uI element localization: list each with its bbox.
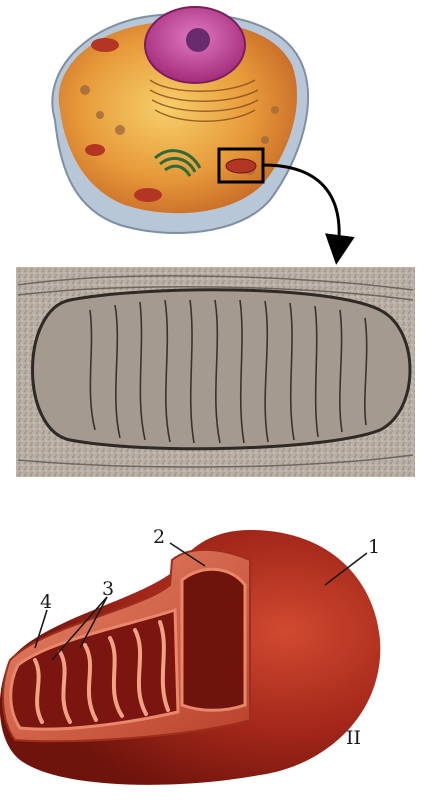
nucleolus <box>186 28 210 52</box>
small-mitochondrion <box>85 144 105 156</box>
label-outer-membrane: 1 <box>368 536 380 558</box>
mitochondrion-cutaway: 1 2 3 4 II <box>0 526 380 785</box>
label-intermembrane-space: 2 <box>153 526 165 548</box>
figure-number: II <box>346 727 361 749</box>
highlighted-mitochondrion <box>226 159 256 173</box>
label-inner-membrane: 4 <box>40 591 52 613</box>
electron-micrograph <box>16 267 415 477</box>
cell-illustration <box>52 7 308 233</box>
small-mitochondrion <box>91 38 119 52</box>
label-cristae: 3 <box>102 578 114 600</box>
micrograph-mitochondrion <box>33 290 411 449</box>
small-mitochondrion <box>134 188 162 202</box>
matrix-chamber <box>182 569 245 710</box>
